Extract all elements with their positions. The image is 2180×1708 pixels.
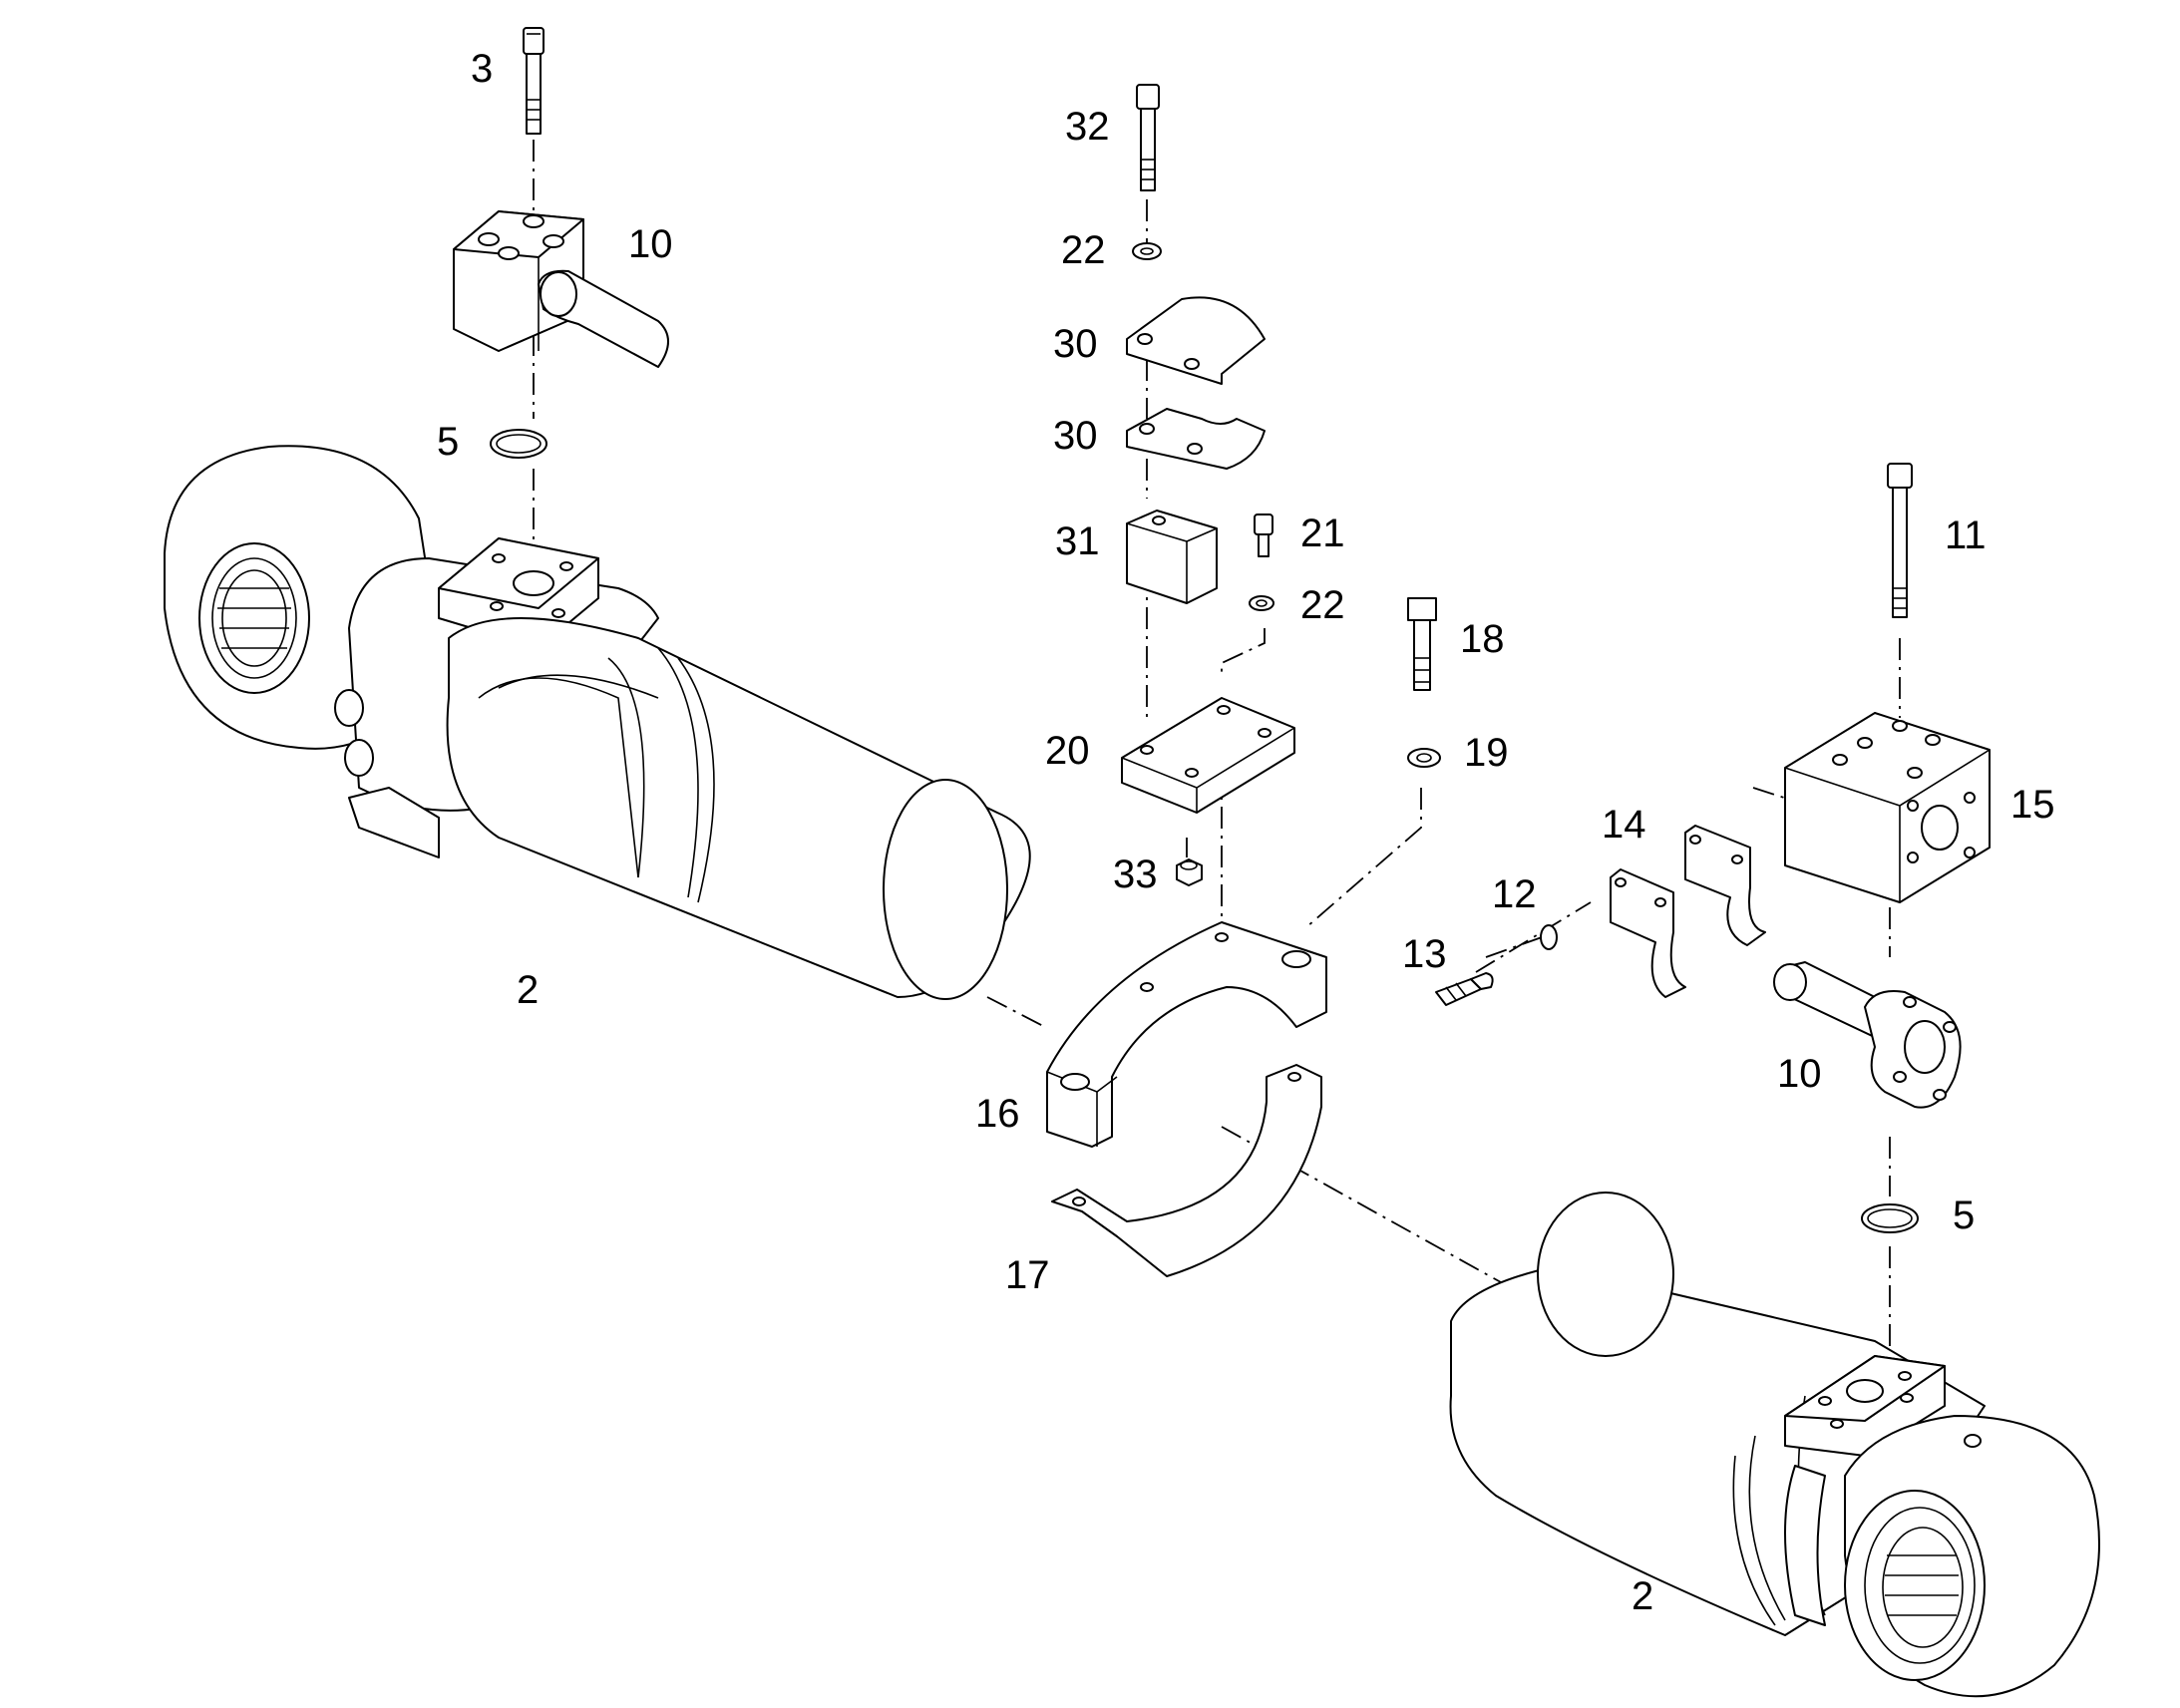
callout-labels: 3 10 5 2 32 22 30 30 31 21 22 18 20 19 3…	[437, 47, 2055, 1618]
oring-part-5-right	[1861, 1203, 1919, 1233]
flange-part-10-top	[453, 210, 669, 368]
bracket-part-14-front	[1610, 868, 1686, 998]
flange-part-10-right	[1773, 961, 1962, 1109]
clamp-part-17	[1051, 1064, 1322, 1277]
oring-part-5-top	[490, 429, 547, 459]
callout-3: 3	[471, 47, 493, 91]
nut-part-33	[1176, 858, 1203, 886]
washer-part-19	[1407, 748, 1441, 768]
callout-19: 19	[1464, 731, 1509, 775]
plate-part-20	[1121, 697, 1295, 814]
callout-10-top: 10	[628, 222, 673, 266]
hydraulic-cylinder-part-2-right	[1449, 1192, 2100, 1698]
clamp-half-part-30-lower	[1126, 408, 1266, 470]
washer-part-22-bottom	[1249, 595, 1274, 611]
callout-15: 15	[2010, 783, 2055, 827]
clamp-half-part-30-upper	[1126, 296, 1266, 385]
screw-part-11	[1887, 463, 1913, 618]
callout-17: 17	[1005, 1253, 1050, 1297]
screw-part-32	[1136, 84, 1160, 191]
washer-part-22-top	[1132, 242, 1162, 260]
callout-22-top: 22	[1061, 228, 1106, 272]
callout-13: 13	[1402, 932, 1447, 976]
callout-22-bottom: 22	[1300, 583, 1345, 627]
clamp-part-16	[1046, 921, 1327, 1148]
callout-2-right: 2	[1632, 1574, 1653, 1618]
callout-31: 31	[1055, 519, 1100, 563]
screw-part-13	[1435, 972, 1494, 1006]
callout-21: 21	[1300, 512, 1345, 555]
callout-18: 18	[1460, 617, 1505, 661]
callout-33: 33	[1113, 853, 1158, 896]
washer-part-12	[1540, 924, 1558, 950]
screw-part-21	[1254, 513, 1273, 557]
screw-part-3	[523, 27, 545, 135]
callout-5-right: 5	[1953, 1194, 1975, 1237]
callout-14: 14	[1602, 803, 1646, 847]
bracket-part-14-back	[1684, 825, 1766, 946]
callout-12: 12	[1492, 872, 1537, 916]
bolt-part-18	[1407, 597, 1437, 691]
callout-5-top: 5	[437, 420, 459, 464]
callout-30-upper: 30	[1053, 322, 1098, 366]
callout-16: 16	[975, 1092, 1020, 1136]
callout-20: 20	[1045, 729, 1090, 773]
callout-11: 11	[1945, 513, 1987, 557]
callout-32: 32	[1065, 105, 1110, 149]
callout-10-right: 10	[1777, 1052, 1822, 1096]
callout-30-lower: 30	[1053, 414, 1098, 458]
valve-block-part-15	[1784, 712, 1991, 903]
hydraulic-cylinder-part-2-left	[164, 445, 1031, 1000]
callout-2-left: 2	[517, 968, 539, 1012]
block-part-31	[1126, 510, 1218, 604]
assembly-axis-lines	[533, 140, 1901, 1356]
